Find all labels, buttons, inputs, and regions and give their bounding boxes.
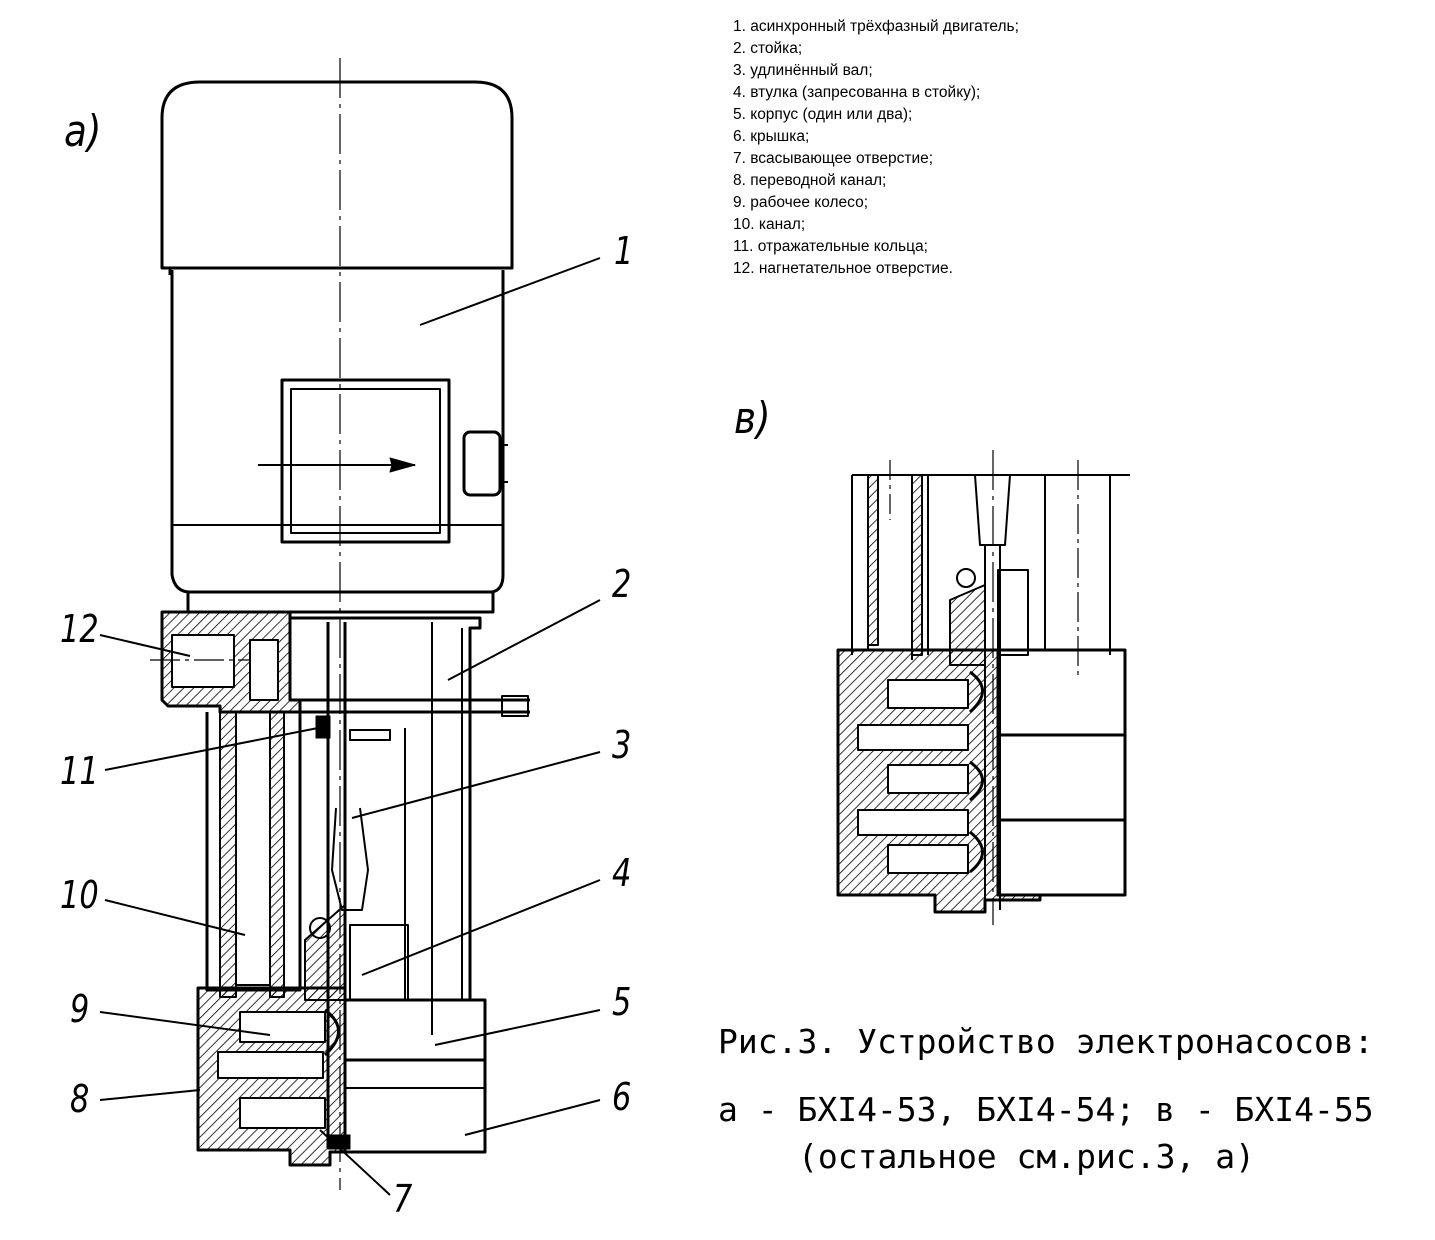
view-label-b: в): [734, 393, 771, 444]
callout-3: 3: [612, 723, 632, 767]
legend-item: 1. асинхронный трёхфазный двигатель;: [733, 18, 1019, 35]
callout-8: 8: [70, 1077, 90, 1121]
callout-7: 7: [393, 1177, 413, 1221]
legend-item: 5. корпус (один или два);: [733, 106, 913, 123]
callout-9: 9: [70, 987, 90, 1031]
pump-housing: [343, 998, 487, 1062]
callout-1: 1: [614, 229, 634, 273]
legend-item: 2. стойка;: [733, 40, 803, 57]
legend-item: 6. крышка;: [733, 128, 810, 145]
legend-item: 9. рабочее колесо;: [733, 194, 869, 211]
legend-item: 8. переводной канал;: [733, 172, 887, 189]
callout-5: 5: [612, 980, 632, 1024]
callout-11: 11: [60, 749, 99, 793]
view-label-a: a): [64, 106, 102, 157]
callout-12: 12: [60, 607, 99, 651]
motor-body: [170, 270, 505, 594]
bushing: [349, 924, 409, 1001]
legend-item: 4. втулка (запресованна в стойку);: [733, 84, 981, 101]
legend-item: 10. канал;: [733, 216, 806, 233]
callout-2: 2: [612, 562, 632, 606]
legend-item: 3. удлинённый вал;: [733, 62, 873, 79]
legend-item: 7. всасывающее отверстие;: [733, 150, 934, 167]
pump-cover: [343, 1058, 487, 1154]
legend-item: 12. нагнетательное отверстие.: [733, 260, 953, 277]
legend: 1. асинхронный трёхфазный двигатель; 2. …: [733, 16, 1019, 280]
callout-6: 6: [612, 1075, 632, 1119]
legend-item: 11. отражательные кольца;: [733, 238, 928, 255]
callout-4: 4: [612, 851, 632, 895]
caption-title: Рис.3. Устройство электронасосов:: [718, 1022, 1374, 1061]
motor-fan-cover: [160, 80, 514, 270]
caption-line3: (остальное см.рис.3, а): [798, 1137, 1255, 1176]
terminal-box: [280, 378, 451, 544]
caption-line2: а - БХI4-53, БХI4-54; в - БХI4-55: [718, 1090, 1374, 1129]
callout-10: 10: [60, 873, 99, 917]
